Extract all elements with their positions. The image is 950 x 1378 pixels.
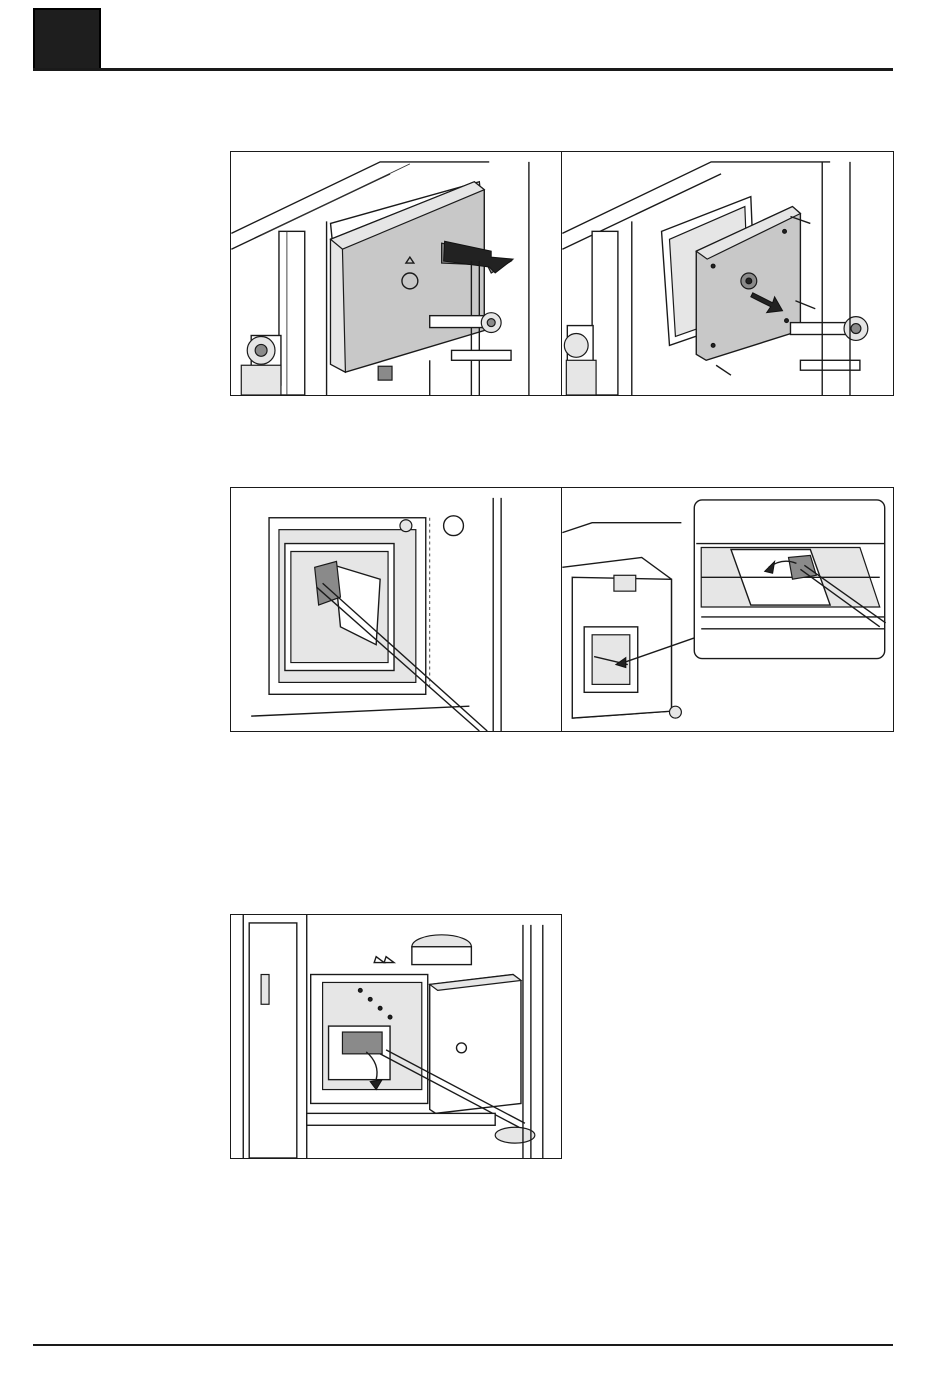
header-rule <box>33 68 893 71</box>
figure-clean-combustion-chamber <box>230 914 562 1159</box>
ash-channel-detail-illustration <box>562 488 893 731</box>
chapter-tab <box>33 8 101 70</box>
boiler-cover-removal-illustration <box>231 152 561 395</box>
footer-rule <box>33 1344 893 1346</box>
figure-remove-cover <box>230 151 562 396</box>
figure-unscrew-inner-door <box>561 151 894 396</box>
figure-clean-heat-exchanger <box>230 487 562 732</box>
cleaning-brush-window-illustration <box>231 488 561 731</box>
combustion-chamber-cleaning-illustration <box>231 915 561 1158</box>
figure-clean-ash-channel <box>561 487 894 732</box>
inner-door-screws-illustration <box>562 152 893 395</box>
